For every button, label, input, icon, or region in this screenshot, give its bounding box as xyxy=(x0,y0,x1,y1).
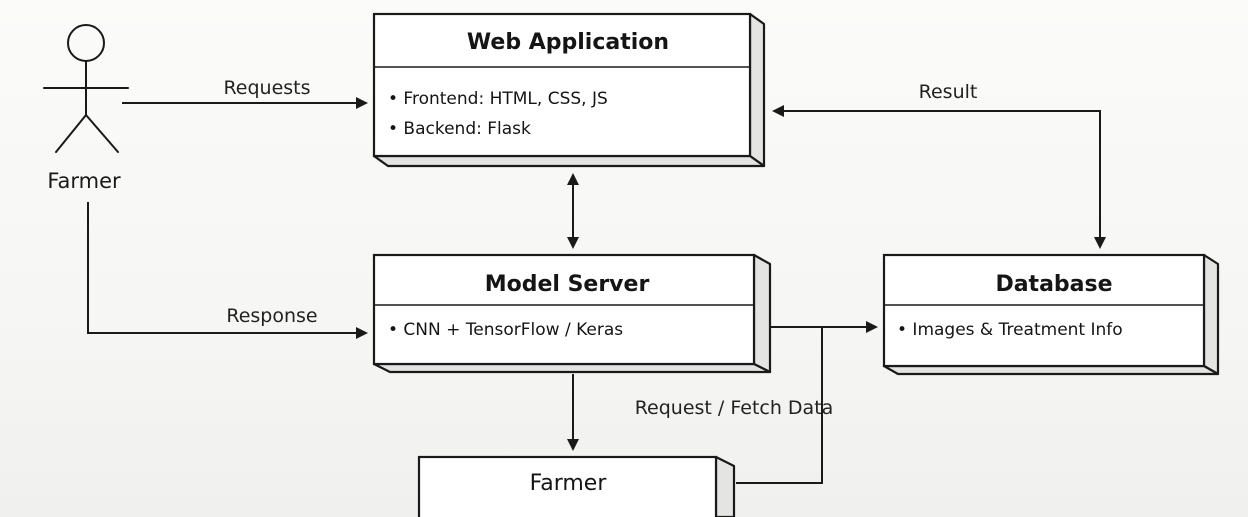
web-application-node: Web Application • Frontend: HTML, CSS, J… xyxy=(372,12,766,168)
requests-label: Requests xyxy=(223,77,310,99)
response-arrow xyxy=(87,202,368,339)
actor-label: Farmer xyxy=(47,169,121,193)
farmer-actor: Farmer xyxy=(43,24,129,193)
stick-figure-icon xyxy=(43,24,129,153)
result-label: Result xyxy=(919,81,978,103)
farmer-node: Farmer xyxy=(417,455,736,517)
result-arrow xyxy=(772,105,1106,249)
response-label: Response xyxy=(226,305,317,327)
model-server-node: Model Server • CNN + TensorFlow / Keras xyxy=(372,253,772,374)
web-application-bullet-frontend: • Frontend: HTML, CSS, JS xyxy=(388,89,608,109)
database-bullet-images: • Images & Treatment Info xyxy=(897,320,1123,340)
database-title: Database xyxy=(995,272,1112,297)
model-server-title: Model Server xyxy=(485,272,650,297)
request-fetch-connector xyxy=(736,327,823,484)
web-application-bullet-backend: • Backend: Flask xyxy=(388,119,531,139)
model-server-bullet-cnn: • CNN + TensorFlow / Keras xyxy=(388,320,623,340)
database-node: Database • Images & Treatment Info xyxy=(882,253,1220,376)
request-fetch-label: Request / Fetch Data xyxy=(635,397,834,419)
web-application-title: Web Application xyxy=(467,30,669,55)
farmer-box-title: Farmer xyxy=(530,471,608,496)
